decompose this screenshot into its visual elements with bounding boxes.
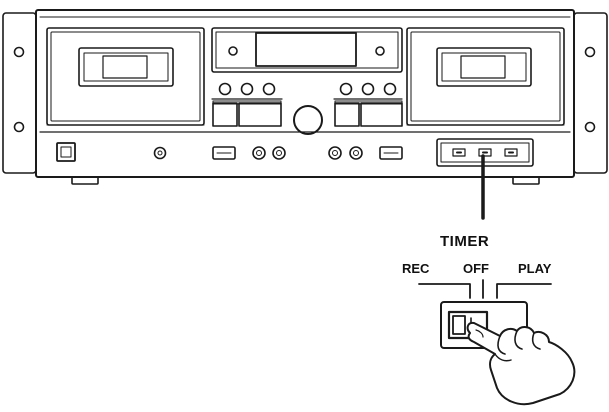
display-indicator-icon xyxy=(375,46,385,56)
right-rack-ear xyxy=(573,12,608,174)
timer-position-rec: REC xyxy=(402,261,430,276)
deck-foot xyxy=(71,176,99,185)
center-display-panel xyxy=(211,27,403,73)
left-cassette-window xyxy=(78,47,174,87)
right-cassette-window xyxy=(436,47,532,87)
cassette-deck-icon xyxy=(2,9,608,185)
left-level-knob-inner xyxy=(276,150,282,156)
left-cassette-window-center xyxy=(102,55,148,79)
rack-screw-icon xyxy=(584,46,596,58)
right-transport-button xyxy=(334,102,360,127)
center-display-panel-inner xyxy=(215,31,399,69)
deck-foot xyxy=(512,176,540,185)
left-level-knob xyxy=(252,146,266,160)
left-knob xyxy=(240,82,254,96)
switch-position-marks xyxy=(418,279,552,299)
display-window xyxy=(255,32,357,67)
right-level-knob-inner xyxy=(332,150,338,156)
left-cassette-window-inner xyxy=(83,52,169,82)
headphone-jack-inner xyxy=(157,150,163,156)
rack-screw-icon xyxy=(13,121,25,133)
headphone-jack-icon xyxy=(153,146,167,160)
left-transport-button xyxy=(212,102,238,127)
left-transport-button-top xyxy=(212,100,282,105)
right-cassette-door-inner xyxy=(410,31,561,122)
timer-switch-slot-play xyxy=(504,148,518,157)
display-indicator-icon xyxy=(228,46,238,56)
left-knob xyxy=(262,82,276,96)
rack-screw-icon xyxy=(13,46,25,58)
left-level-knob xyxy=(272,146,286,160)
timer-switch-slot-off xyxy=(478,148,492,157)
right-cassette-door xyxy=(406,27,565,126)
right-level-knob xyxy=(349,146,363,160)
left-transport-button-wide xyxy=(238,102,282,127)
right-knob xyxy=(361,82,375,96)
timer-title: TIMER xyxy=(440,233,490,250)
timer-switch-panel-inner xyxy=(440,142,530,163)
power-button-inner xyxy=(60,146,72,158)
right-level-knob-inner xyxy=(353,150,359,156)
timer-switch-panel xyxy=(436,138,534,167)
center-dial-icon xyxy=(293,105,323,135)
left-rack-ear xyxy=(2,12,37,174)
rack-screw-icon xyxy=(584,121,596,133)
pointing-hand-icon xyxy=(466,321,576,406)
right-slot-button xyxy=(379,146,403,160)
timer-position-play: PLAY xyxy=(518,261,552,276)
timer-switch-slot-rec xyxy=(452,148,466,157)
left-cassette-door xyxy=(46,27,205,126)
power-button-icon xyxy=(56,142,76,162)
right-knob xyxy=(383,82,397,96)
right-transport-button-wide xyxy=(360,102,403,127)
right-knob xyxy=(339,82,353,96)
right-cassette-window-inner xyxy=(441,52,527,82)
left-cassette-door-inner xyxy=(50,31,201,122)
deck-body xyxy=(35,9,575,178)
left-level-knob-inner xyxy=(256,150,262,156)
left-slot-button xyxy=(212,146,236,160)
right-cassette-window-center xyxy=(460,55,506,79)
right-level-knob xyxy=(328,146,342,160)
left-knob xyxy=(218,82,232,96)
timer-position-off: OFF xyxy=(463,261,489,276)
right-transport-button-top xyxy=(334,100,403,105)
